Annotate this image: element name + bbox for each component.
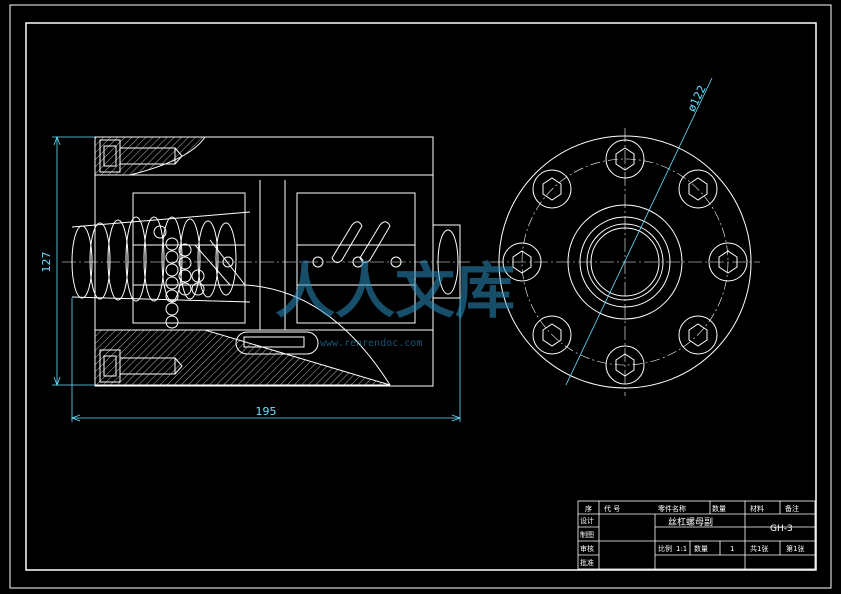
tb-qty-value: 1 <box>730 545 734 553</box>
tb-design: 设计 <box>580 516 594 525</box>
dim-diameter <box>565 77 713 386</box>
tb-sheets-total: 共1张 <box>750 544 768 553</box>
tb-drawing-code: GH-3 <box>770 524 793 534</box>
side-centerlines <box>490 128 760 396</box>
screw-threads <box>71 216 237 302</box>
tb-qty: 数量 <box>712 504 726 513</box>
outer-border <box>9 4 832 589</box>
dim-height <box>52 135 95 387</box>
tb-part-name: 零件名称 <box>658 504 686 513</box>
watermark-url: www.renrendoc.com <box>320 338 422 349</box>
tb-code: 代 号 <box>604 504 620 513</box>
tb-remark: 备注 <box>785 504 799 513</box>
inner-border <box>25 22 817 571</box>
dim-diameter-text: ø122 <box>685 83 709 114</box>
tb-scale-label: 比例 <box>658 544 672 553</box>
tb-seq: 序 <box>585 504 592 513</box>
title-block <box>577 500 816 570</box>
watermark-text: 人人文库 <box>275 257 515 327</box>
tb-drawing: 制图 <box>580 530 594 539</box>
bolt-holes <box>502 139 748 385</box>
dim-width <box>70 298 462 422</box>
tb-drawing-name: 丝杠螺母副 <box>668 516 713 528</box>
tb-qty-label: 数量 <box>694 544 708 553</box>
tb-material: 材料 <box>750 504 764 513</box>
tb-approve: 批准 <box>580 558 594 567</box>
dim-height-text: 127 <box>40 252 53 273</box>
front-view <box>71 136 461 387</box>
dim-width-text: 195 <box>256 405 277 418</box>
balls <box>153 225 205 329</box>
title-block-text: 序 代 号 零件名称 数量 材料 备注 设计 制图 审核 批准 丝杠螺母副 GH… <box>580 504 804 567</box>
tb-scale-value: 1:1 <box>676 545 687 553</box>
tb-sheet-no: 第1张 <box>786 544 804 553</box>
tb-check: 审核 <box>580 544 594 553</box>
